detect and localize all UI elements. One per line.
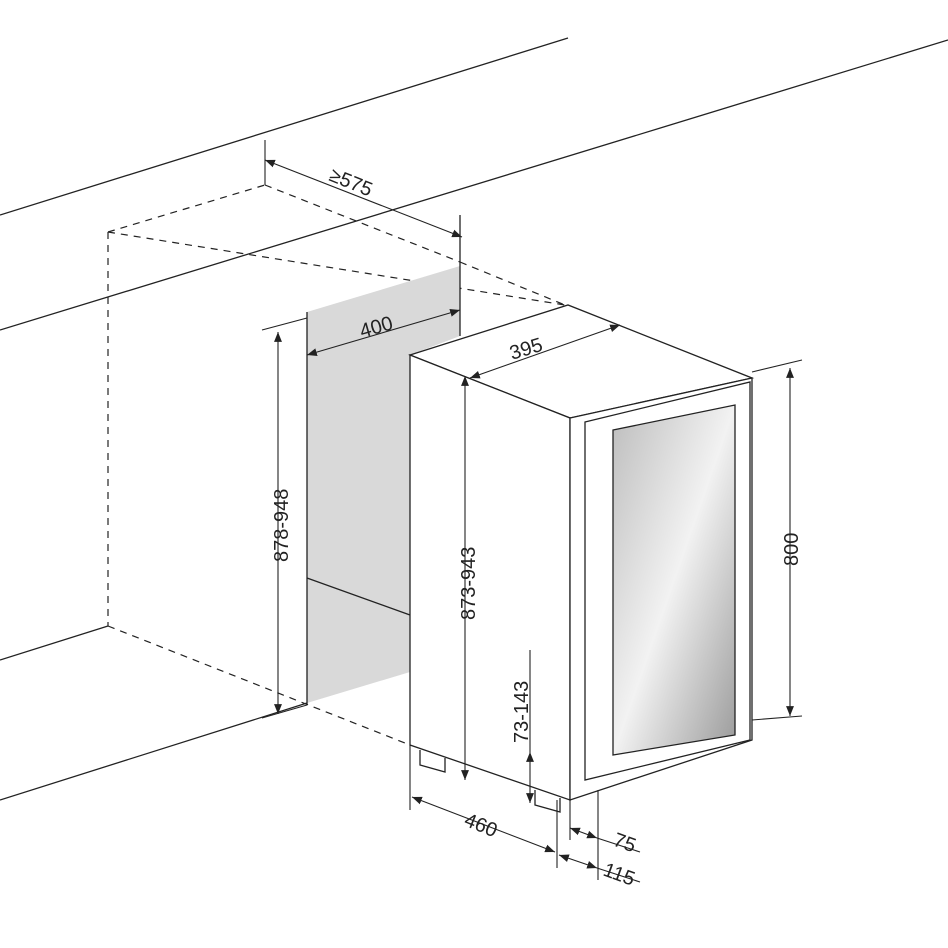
label-door-height: 800: [781, 533, 803, 566]
label-door-offset: 75: [610, 829, 638, 857]
label-unit-height: 873-943: [458, 547, 480, 620]
niche-back-wall: [307, 266, 460, 703]
cabinet-outline: [0, 37, 948, 801]
label-min-depth: ≥575: [326, 164, 375, 201]
label-unit-depth: 460: [461, 809, 500, 842]
door-glass: [612, 404, 736, 756]
label-foot-height: 73-143: [511, 681, 533, 743]
dimension-lines: [261, 140, 803, 883]
label-door-depth-total: 115: [600, 859, 637, 891]
label-niche-height: 878-948: [271, 489, 293, 562]
